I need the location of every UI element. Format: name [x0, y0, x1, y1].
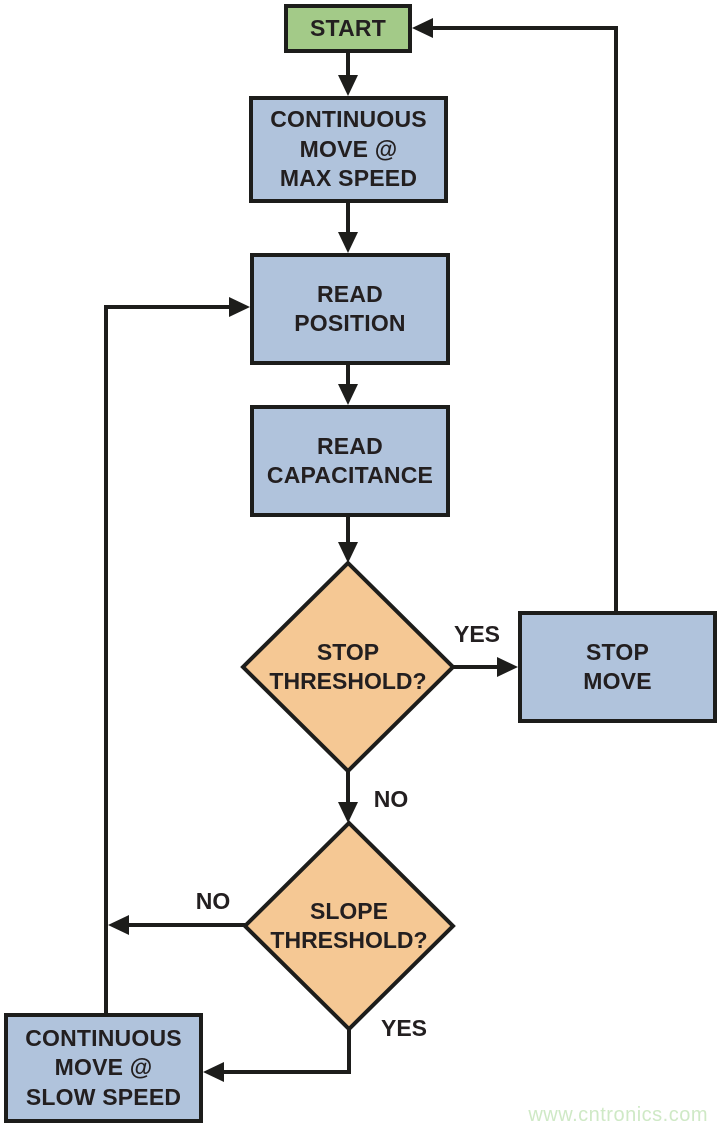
edge-label-slope-threshold-no: NO — [195, 888, 231, 914]
arrow-read-position-to-read-capacitance — [338, 365, 358, 405]
edge-label-stop-threshold-no: NO — [373, 786, 409, 812]
slope-threshold-diamond-shape — [242, 820, 456, 1032]
arrow-slope-threshold-no-to-feedback-line — [108, 915, 245, 935]
watermark-text: www.cntronics.com — [528, 1104, 708, 1126]
node-read-position: READ POSITION — [250, 253, 450, 365]
edge-label-stop-threshold-yes: YES — [453, 621, 501, 647]
edge-label-slope-threshold-yes: YES — [380, 1015, 428, 1041]
node-continuous-move-max-speed: CONTINUOUS MOVE @ MAX SPEED — [249, 96, 448, 203]
node-start: START — [284, 4, 412, 53]
node-read-capacitance: READ CAPACITANCE — [250, 405, 450, 517]
decision-stop-threshold-label: STOP THRESHOLD? — [269, 638, 427, 694]
arrow-read-capacitance-to-stop-threshold — [338, 517, 358, 563]
arrow-stop-threshold-yes-to-stop-move — [453, 657, 518, 677]
arrow-slope-threshold-yes-to-slow-speed — [203, 1029, 351, 1082]
arrow-max-speed-to-read-position — [338, 203, 358, 253]
arrow-stop-threshold-no-to-slope-threshold — [338, 771, 358, 823]
node-stop-move: STOP MOVE — [518, 611, 717, 723]
arrow-start-to-max-speed — [338, 53, 358, 96]
arrow-stop-move-to-start — [412, 18, 618, 611]
decision-slope-threshold-label: SLOPE THRESHOLD? — [270, 897, 428, 953]
node-continuous-move-slow-speed: CONTINUOUS MOVE @ SLOW SPEED — [4, 1013, 203, 1123]
arrow-feedback-line-to-read-position — [104, 297, 250, 1013]
stop-threshold-diamond-shape — [240, 560, 456, 774]
